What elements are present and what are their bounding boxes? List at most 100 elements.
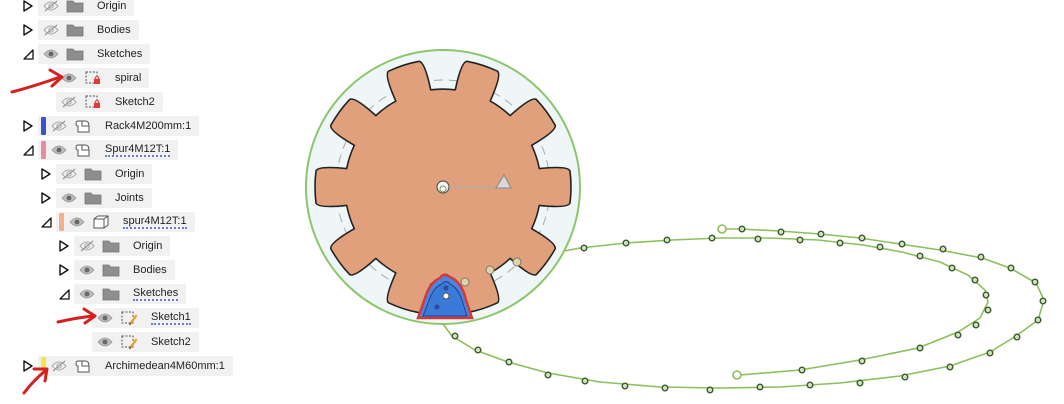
eye-icon[interactable]: [59, 70, 79, 86]
spiral-fit-point[interactable]: [984, 306, 992, 314]
spiral-fit-point[interactable]: [754, 235, 762, 243]
tree-node-rack[interactable]: Rack4M200mm:1: [22, 115, 200, 137]
tree-node-sketch1[interactable]: Sketch1: [76, 307, 199, 329]
expand-arrow-icon[interactable]: [22, 119, 34, 133]
eye-hidden-icon[interactable]: [59, 166, 79, 182]
spiral-fit-point[interactable]: [708, 234, 716, 242]
tree-node-origin-1[interactable]: Origin: [22, 0, 135, 17]
tree-node-chip[interactable]: Sketches: [74, 284, 187, 304]
tree-node-chip[interactable]: Archimedean4M60mm:1: [38, 356, 233, 376]
tree-node-bodies-1[interactable]: Bodies: [22, 19, 139, 41]
spiral-fit-point[interactable]: [1031, 278, 1039, 286]
spiral-fit-point[interactable]: [756, 383, 764, 391]
spiral-fit-point[interactable]: [954, 331, 962, 339]
spiral-fit-point[interactable]: [544, 250, 552, 258]
spiral-fit-point[interactable]: [836, 239, 844, 247]
collapse-arrow-icon[interactable]: [22, 47, 34, 61]
expand-arrow-icon[interactable]: [22, 23, 34, 37]
gear-profile[interactable]: [314, 60, 572, 314]
collapse-arrow-icon[interactable]: [22, 143, 34, 157]
spiral-fit-point[interactable]: [661, 384, 669, 392]
spiral-fit-point[interactable]: [663, 236, 671, 244]
spiral-fit-point[interactable]: [1034, 316, 1042, 324]
spiral-fit-point[interactable]: [977, 253, 985, 261]
eye-icon[interactable]: [95, 334, 115, 350]
spiral-fit-point[interactable]: [580, 244, 588, 252]
spiral-fit-point[interactable]: [1039, 297, 1047, 305]
tree-node-archimedean[interactable]: Archimedean4M60mm:1: [22, 355, 233, 377]
spiral-fit-point[interactable]: [939, 245, 947, 253]
tree-node-chip[interactable]: Joints: [56, 188, 152, 208]
spiral-fit-point[interactable]: [817, 230, 825, 238]
tree-node-chip[interactable]: Sketch1: [92, 308, 199, 328]
spiral-fit-point[interactable]: [916, 252, 924, 260]
eye-icon[interactable]: [59, 190, 79, 206]
spiral-fit-point[interactable]: [972, 321, 980, 329]
spiral-curve[interactable]: [547, 237, 989, 376]
eye-icon[interactable]: [41, 46, 61, 62]
spiral-fit-point[interactable]: [706, 386, 714, 394]
eye-icon[interactable]: [49, 142, 69, 158]
tree-node-chip[interactable]: Sketch2: [92, 332, 199, 352]
expand-arrow-icon[interactable]: [58, 263, 70, 277]
tree-node-joints[interactable]: Joints: [40, 187, 152, 209]
eye-icon[interactable]: [77, 286, 97, 302]
spiral-fit-point[interactable]: [916, 344, 924, 352]
tree-node-sketch2-1[interactable]: Sketch2: [40, 91, 163, 113]
archimedean-spiral-sketch[interactable]: [442, 224, 1047, 394]
spiral-fit-point[interactable]: [505, 358, 513, 366]
spiral-fit-point[interactable]: [982, 291, 990, 299]
spiral-curve[interactable]: [442, 228, 1045, 389]
eye-hidden-icon[interactable]: [49, 358, 69, 374]
collapse-arrow-icon[interactable]: [40, 215, 52, 229]
eye-icon[interactable]: [67, 214, 87, 230]
spiral-fit-point[interactable]: [798, 366, 806, 374]
spiral-fit-point[interactable]: [946, 363, 954, 371]
expand-arrow-icon[interactable]: [22, 359, 34, 373]
spiral-fit-point[interactable]: [806, 381, 814, 389]
spiral-fit-point[interactable]: [898, 240, 906, 248]
collapse-arrow-icon[interactable]: [58, 287, 70, 301]
tree-node-chip[interactable]: Spur4M12T:1: [38, 140, 179, 160]
expand-arrow-icon[interactable]: [40, 191, 52, 205]
tree-node-sketches-1[interactable]: Sketches: [22, 43, 151, 65]
tree-node-sketches-2[interactable]: Sketches: [58, 283, 187, 305]
spiral-fit-point[interactable]: [777, 228, 785, 236]
eye-icon[interactable]: [77, 262, 97, 278]
tree-node-sketch2-2[interactable]: Sketch2: [76, 331, 199, 353]
eye-hidden-icon[interactable]: [41, 22, 61, 38]
eye-hidden-icon[interactable]: [41, 0, 61, 14]
tooth-profile-selection[interactable]: [416, 273, 474, 320]
spiral-fit-point[interactable]: [901, 373, 909, 381]
spiral-endpoint[interactable]: [717, 224, 727, 234]
tree-node-chip[interactable]: Sketches: [38, 44, 151, 64]
tree-node-bodies-2[interactable]: Bodies: [58, 259, 175, 281]
spiral-fit-point[interactable]: [622, 239, 630, 247]
tree-node-spiral[interactable]: spiral: [40, 67, 150, 89]
tree-node-chip[interactable]: Rack4M200mm:1: [38, 116, 200, 136]
spiral-fit-point[interactable]: [1013, 333, 1021, 341]
eye-icon[interactable]: [95, 310, 115, 326]
spiral-fit-point[interactable]: [876, 243, 884, 251]
eye-hidden-icon[interactable]: [59, 94, 79, 110]
spiral-fit-point[interactable]: [858, 357, 866, 365]
expand-arrow-icon[interactable]: [40, 167, 52, 181]
tree-node-chip[interactable]: Sketch2: [56, 92, 163, 112]
spiral-fit-point[interactable]: [544, 371, 552, 379]
spiral-fit-point[interactable]: [581, 377, 589, 385]
spiral-endpoint[interactable]: [732, 370, 742, 380]
spiral-fit-point[interactable]: [474, 346, 482, 354]
tree-node-spur-outer[interactable]: Spur4M12T:1: [22, 139, 179, 161]
eye-hidden-icon[interactable]: [77, 238, 97, 254]
tree-node-chip[interactable]: spur4M12T:1: [56, 212, 195, 232]
tree-node-chip[interactable]: Origin: [74, 236, 171, 256]
gear-body[interactable]: [305, 49, 581, 325]
spiral-fit-point[interactable]: [858, 234, 866, 242]
tree-node-spur-inner[interactable]: spur4M12T:1: [40, 211, 195, 233]
spiral-fit-point[interactable]: [621, 382, 629, 390]
tree-node-origin-3[interactable]: Origin: [58, 235, 171, 257]
expand-arrow-icon[interactable]: [58, 239, 70, 253]
tree-node-origin-2[interactable]: Origin: [40, 163, 153, 185]
tree-node-chip[interactable]: Bodies: [74, 260, 175, 280]
spiral-fit-point[interactable]: [856, 379, 864, 387]
